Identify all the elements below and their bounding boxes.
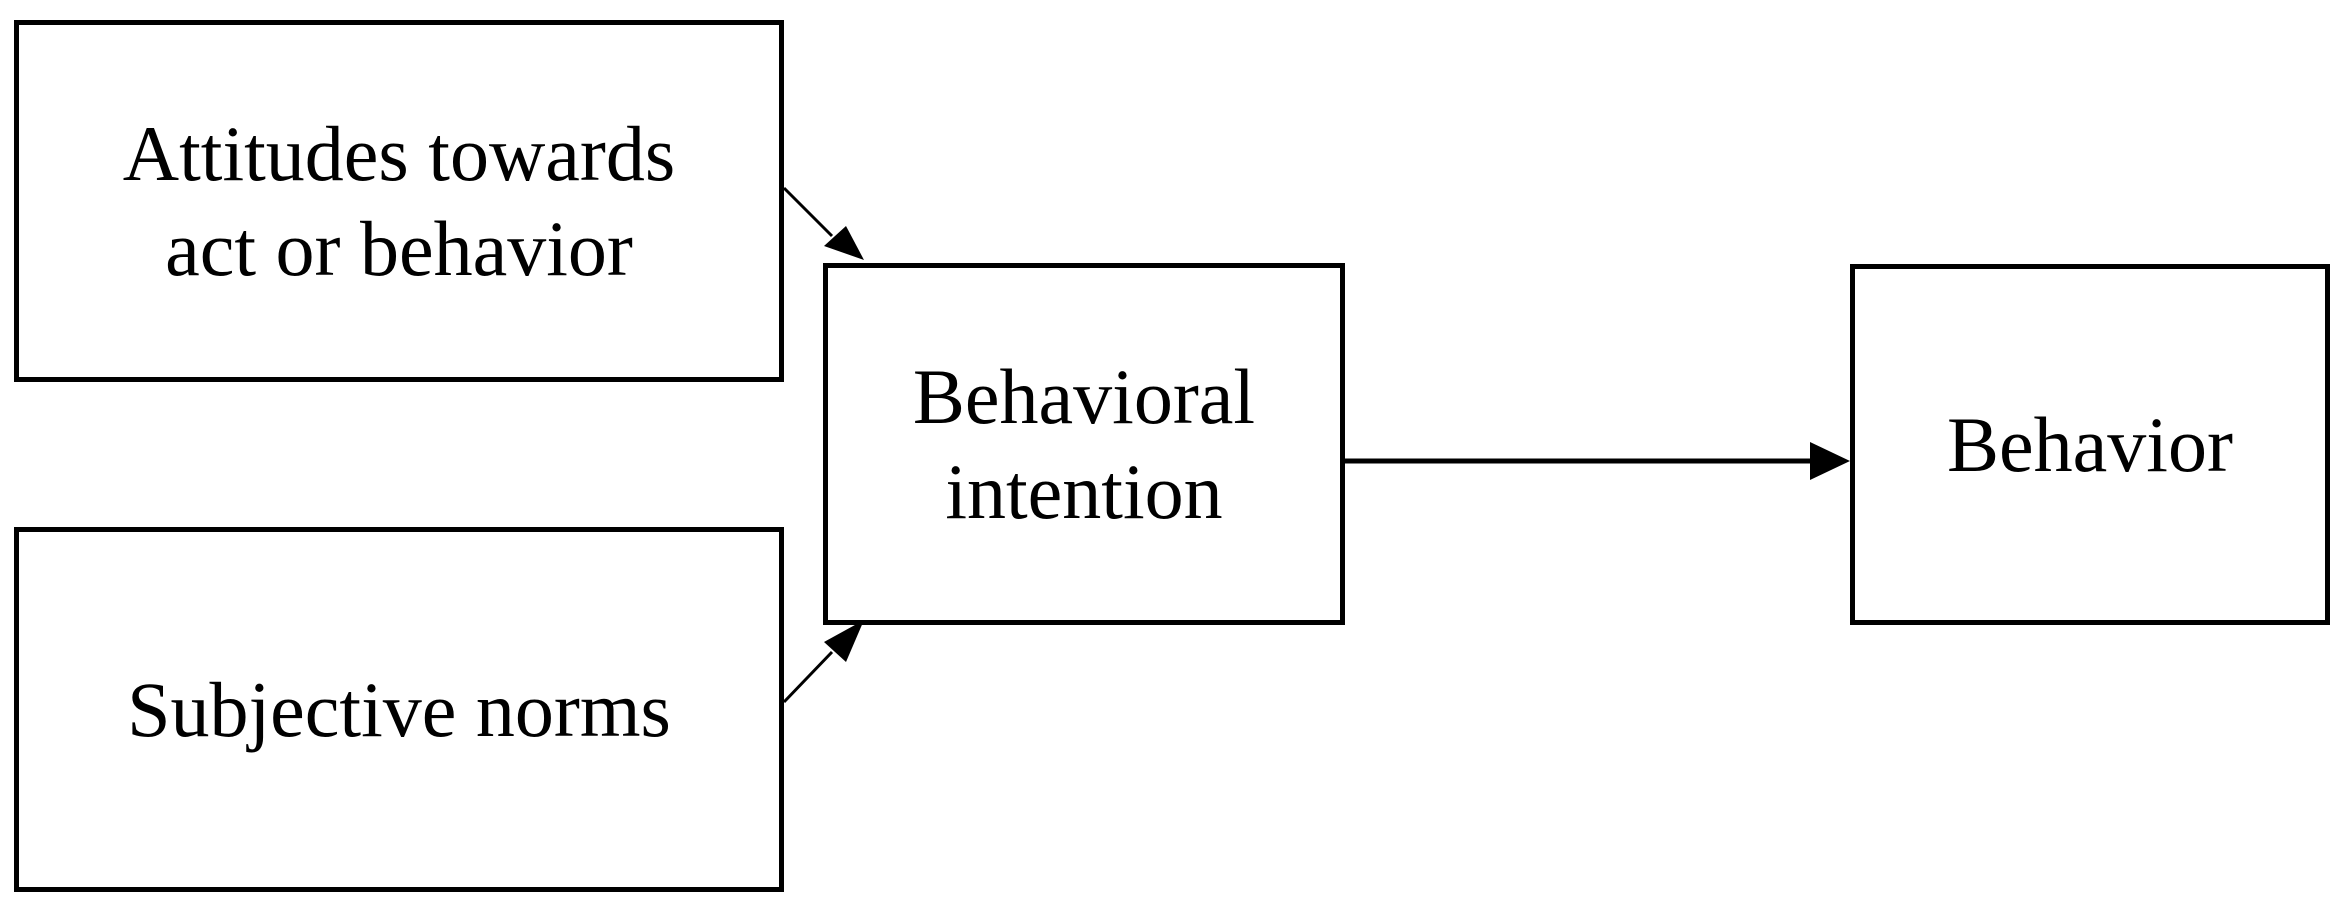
node-attitudes-line-1: Attitudes towards: [122, 109, 676, 197]
arrowhead-attitudes-to-intention: [824, 226, 864, 260]
arrow-norms-to-intention: [782, 650, 834, 704]
arrowhead-intention-to-behavior: [1810, 442, 1850, 480]
arrow-attitudes-to-intention: [782, 186, 834, 238]
node-attitudes: Attitudes towards act or behavior: [14, 20, 784, 382]
node-subjective-norms: Subjective norms: [14, 527, 784, 892]
node-behavior-line-1: Behavior: [1947, 400, 2233, 488]
node-attitudes-line-2: act or behavior: [165, 205, 633, 292]
arrowhead-norms-to-intention: [824, 620, 864, 662]
node-intention-line-2: intention: [945, 448, 1223, 535]
node-norms-line-1: Subjective norms: [127, 665, 671, 753]
node-behavior: Behavior: [1850, 264, 2330, 625]
node-behavioral-intention: Behavioral intention: [823, 263, 1345, 625]
node-intention-line-1: Behavioral: [912, 352, 1256, 440]
